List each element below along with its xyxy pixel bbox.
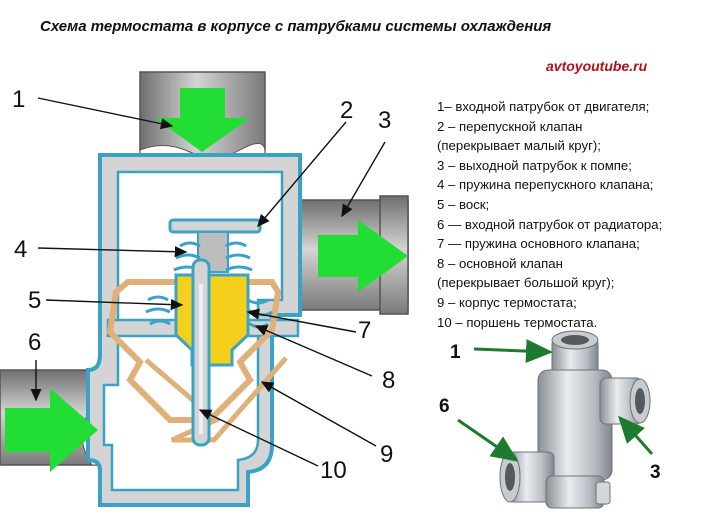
diagram-title: Схема термостата в корпусе с патрубками … <box>40 18 552 35</box>
label-5: 5 <box>28 287 41 314</box>
thermostat-photo <box>499 330 651 509</box>
legend-item: 1– входной патрубок от двигателя; <box>437 99 650 114</box>
label-7: 7 <box>358 317 371 344</box>
legend-item: (перекрывает большой круг); <box>437 275 615 291</box>
legend-item: (перекрывает малый круг); <box>437 138 601 154</box>
legend-item: 9 – корпус термостата; <box>437 294 577 310</box>
legend-item: 10 – поршень термостата. <box>437 314 598 330</box>
legend: 1– входной патрубок от двигателя; 2 – пе… <box>437 97 712 332</box>
label-10: 10 <box>320 457 347 484</box>
flow-arrow-right-inlet <box>5 388 98 472</box>
label-2: 2 <box>340 97 353 124</box>
legend-item: 2 – перепускной клапан <box>437 118 583 134</box>
label-8: 8 <box>382 367 395 394</box>
piston <box>191 258 211 447</box>
legend-item: 7 — пружина основного клапана; <box>437 236 640 252</box>
legend-item: 6 — входной патрубок от радиатора; <box>437 216 663 232</box>
label-1: 1 <box>12 86 25 113</box>
callout-lines <box>30 97 386 467</box>
label-6: 6 <box>28 329 41 356</box>
label-3: 3 <box>378 107 391 134</box>
legend-item: 8 – основной клапан <box>437 255 563 271</box>
flow-arrow-right <box>318 220 408 292</box>
label-4: 4 <box>14 236 27 263</box>
photo-label-6: 6 <box>439 396 450 417</box>
site-watermark: avtoyoutube.ru <box>546 58 648 74</box>
flow-arrow-down <box>155 88 250 152</box>
legend-item: 4 – пружина перепускного клапана; <box>437 177 654 193</box>
label-9: 9 <box>380 441 393 468</box>
flow-arrows <box>5 88 408 472</box>
photo-label-3: 3 <box>650 462 661 483</box>
legend-item: 3 – выходной патрубок к помпе; <box>437 157 632 173</box>
photo-pointer-arrows <box>457 339 654 462</box>
legend-item: 5 – воск; <box>437 196 490 212</box>
photo-label-1: 1 <box>450 342 461 363</box>
